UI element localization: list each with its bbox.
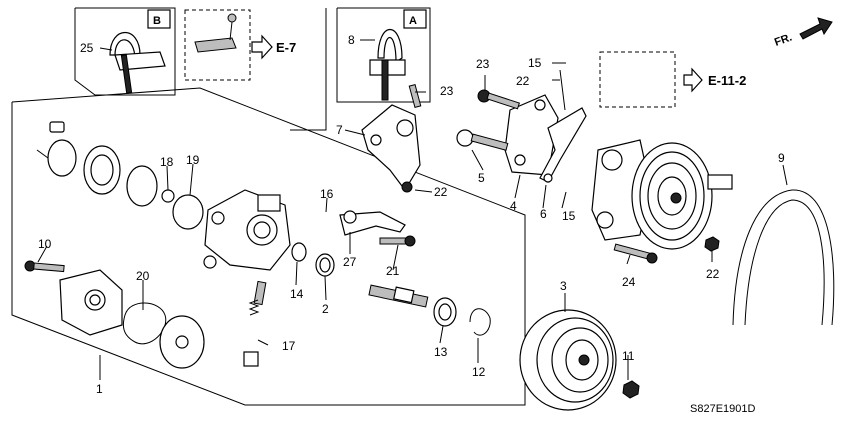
label-part-1: 1	[96, 382, 103, 396]
bolt-24	[613, 243, 658, 264]
fr-arrow	[799, 17, 833, 40]
inset-box-b: B	[74, 7, 251, 96]
arrow-e7	[251, 34, 273, 60]
left-internals	[47, 121, 204, 230]
washer-22-right	[704, 236, 720, 252]
label-part-17: 17	[282, 339, 296, 353]
bracket-detail-box	[599, 51, 676, 108]
label-part-24: 24	[622, 275, 636, 289]
label-part-13: 13	[434, 345, 448, 359]
label-part-21: 21	[386, 264, 400, 278]
bolt-23-left	[477, 89, 520, 110]
inset-box-a: A	[336, 7, 431, 103]
hose-clamp-a	[369, 28, 422, 109]
label-part-20: 20	[136, 269, 150, 283]
label-part-9: 9	[778, 151, 785, 165]
label-part-3: 3	[560, 279, 567, 293]
ref-e11-2: E-11-2	[708, 73, 746, 88]
pulley-3	[519, 309, 617, 411]
shaft	[368, 284, 429, 308]
bolt-21	[379, 235, 416, 247]
o-ring-20	[122, 302, 167, 345]
pump-assembly	[591, 139, 733, 250]
seals-14-2	[291, 242, 335, 277]
ref-e7: E-7	[276, 40, 296, 55]
label-part-4: 4	[510, 199, 517, 213]
bearing-13	[433, 297, 457, 327]
arrow-e112	[683, 67, 703, 93]
label-part-27: 27	[343, 255, 357, 269]
label-part-23-right: 23	[476, 57, 490, 71]
pump-assembly-frame	[11, 87, 526, 406]
label-part-15-bottom: 15	[562, 209, 576, 223]
label-part-22-bracket: 22	[434, 185, 448, 199]
label-part-2: 2	[322, 302, 329, 316]
leader-lines	[36, 39, 788, 380]
label-part-25: 25	[80, 41, 94, 55]
label-part-8: 8	[348, 33, 355, 47]
label-part-5: 5	[478, 171, 485, 185]
label-part-11: 11	[622, 349, 635, 363]
label-part-6: 6	[540, 207, 547, 221]
connector-27	[339, 210, 406, 236]
divider-line	[290, 8, 327, 131]
label-part-14: 14	[290, 287, 304, 301]
label-part-12: 12	[472, 365, 486, 379]
nut-11	[622, 380, 640, 399]
valve-spring-17	[243, 280, 267, 367]
hose-clamp-b	[109, 13, 237, 94]
side-plate	[159, 315, 205, 369]
snap-ring-12	[469, 308, 491, 336]
belt-9	[732, 189, 835, 326]
label-part-7: 7	[336, 123, 343, 137]
diagram-code: S827E1901D	[690, 403, 755, 415]
adjust-arm-6	[539, 69, 587, 183]
rear-cover	[59, 269, 123, 336]
bolt-10	[24, 260, 65, 273]
label-part-15-top: 15	[528, 56, 542, 70]
inset-label-a: A	[409, 15, 417, 27]
label-part-10: 10	[38, 237, 52, 251]
label-part-23-inset: 23	[440, 84, 454, 98]
label-part-22-top: 22	[516, 74, 530, 88]
label-part-22-right: 22	[706, 267, 720, 281]
bracket-7	[361, 104, 421, 193]
label-part-18: 18	[160, 155, 174, 169]
label-part-16: 16	[320, 187, 334, 201]
pump-body	[203, 189, 291, 271]
bolt-5	[456, 129, 509, 151]
orientation-label: FR.	[773, 31, 794, 48]
inset-label-b: B	[153, 15, 161, 27]
part-labels: 1 2 3 4 5 6 7 8 9 10 11 12 13 14 15 15 1…	[38, 33, 785, 396]
label-part-19: 19	[186, 153, 200, 167]
